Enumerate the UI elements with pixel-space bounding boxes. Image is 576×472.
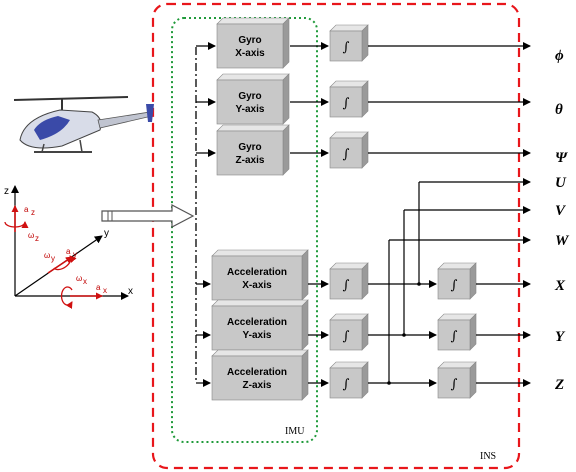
block-label-line2: X-axis: [235, 48, 265, 59]
output-labels: ϕ θΨU X V Y W Z: [554, 48, 570, 393]
frame-x-label: x: [128, 286, 133, 297]
velocity-integrator-2: ∫: [329, 313, 369, 351]
integral-sign: ∫: [343, 147, 350, 162]
block-label-line1: Gyro: [238, 35, 261, 46]
accel-y-symbol: a: [66, 247, 71, 256]
block-label-line2: Y-axis: [236, 104, 265, 115]
block-label-line2: X-axis: [242, 280, 272, 291]
integral-sign: ∫: [451, 329, 458, 344]
helicopter-image: [13, 96, 154, 153]
integral-sign: ∫: [343, 329, 350, 344]
attitude-integrator-1: ∫: [329, 24, 369, 62]
block-label-line1: Gyro: [238, 91, 261, 102]
output-v: V: [555, 203, 567, 219]
output-phi: ϕ: [555, 48, 564, 64]
bus-branches: [196, 42, 216, 387]
integral-sign: ∫: [343, 96, 350, 111]
rate-z-symbol: ω: [28, 231, 34, 240]
accel-y-sub: y: [73, 250, 77, 259]
integral-sign: ∫: [343, 40, 350, 55]
velocity-integrator-1: ∫: [329, 262, 369, 300]
block-label-line1: Acceleration: [227, 317, 287, 328]
rate-x-symbol: ω: [76, 274, 82, 283]
rate-z-sub: z: [35, 234, 39, 243]
output-x: X: [554, 278, 566, 294]
output-y: Y: [555, 329, 566, 345]
block-label-line1: Gyro: [238, 142, 261, 153]
output-z: Z: [554, 377, 564, 393]
integral-sign: ∫: [451, 377, 458, 392]
ins-boundary: [151, 2, 521, 470]
body-frame: z x y a z ω z a y ω y a x ω x: [4, 185, 133, 309]
integral-sign: ∫: [343, 278, 350, 293]
accel-blocks: AccelerationX-axisAccelerationY-axisAcce…: [211, 249, 309, 401]
block-label-line1: Acceleration: [227, 367, 287, 378]
output-theta: θ: [555, 102, 563, 118]
output-w: W: [555, 233, 570, 249]
rate-y-symbol: ω: [44, 251, 50, 260]
accel-x-sub: x: [103, 286, 107, 295]
block-label-line1: Acceleration: [227, 267, 287, 278]
attitude-integrator-3: ∫: [329, 131, 369, 169]
position-integrator-2: ∫: [437, 313, 477, 351]
accel-x-symbol: a: [96, 283, 101, 292]
integral-sign: ∫: [451, 278, 458, 293]
attitude-integrator-2: ∫: [329, 80, 369, 118]
position-integrator-1: ∫: [437, 262, 477, 300]
ins-label: INS: [480, 451, 496, 462]
accel-z-sub: z: [31, 208, 35, 217]
integrator-blocks: ∫ ∫ ∫ ∫ ∫ ∫ ∫ ∫ ∫: [329, 24, 477, 399]
output-u: U: [555, 175, 567, 191]
accel-z-symbol: a: [24, 205, 29, 214]
block-label-line2: Z-axis: [243, 380, 272, 391]
block-label-line2: Z-axis: [236, 155, 265, 166]
position-integrator-3: ∫: [437, 361, 477, 399]
block-label-line2: Y-axis: [243, 330, 272, 341]
rate-x-sub: x: [83, 277, 87, 286]
rate-y-sub: y: [51, 254, 55, 263]
velocity-integrator-3: ∫: [329, 361, 369, 399]
signal-lines: [290, 42, 531, 387]
frame-y-label: y: [104, 228, 109, 239]
frame-z-label: z: [4, 186, 9, 197]
output-psi: Ψ: [555, 150, 568, 166]
integral-sign: ∫: [343, 377, 350, 392]
imu-label: IMU: [285, 426, 305, 437]
input-arrow: [101, 204, 195, 228]
